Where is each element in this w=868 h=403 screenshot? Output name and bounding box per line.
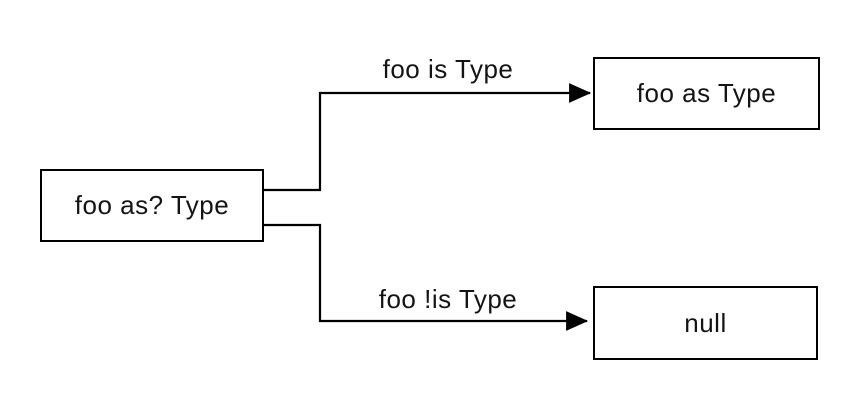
failure-edge-line [264, 223, 589, 331]
source-node-label: foo as? Type [74, 190, 230, 220]
success-result-node-label: foo as Type [636, 78, 777, 108]
null-result-node: null [593, 286, 818, 360]
failure-edge-label: foo !is Type [378, 284, 518, 314]
success-edge-label: foo is Type [382, 54, 514, 84]
source-node: foo as? Type [40, 169, 264, 242]
success-edge-line [264, 83, 592, 192]
success-result-node: foo as Type [593, 57, 820, 130]
null-result-node-label: null [684, 307, 727, 338]
